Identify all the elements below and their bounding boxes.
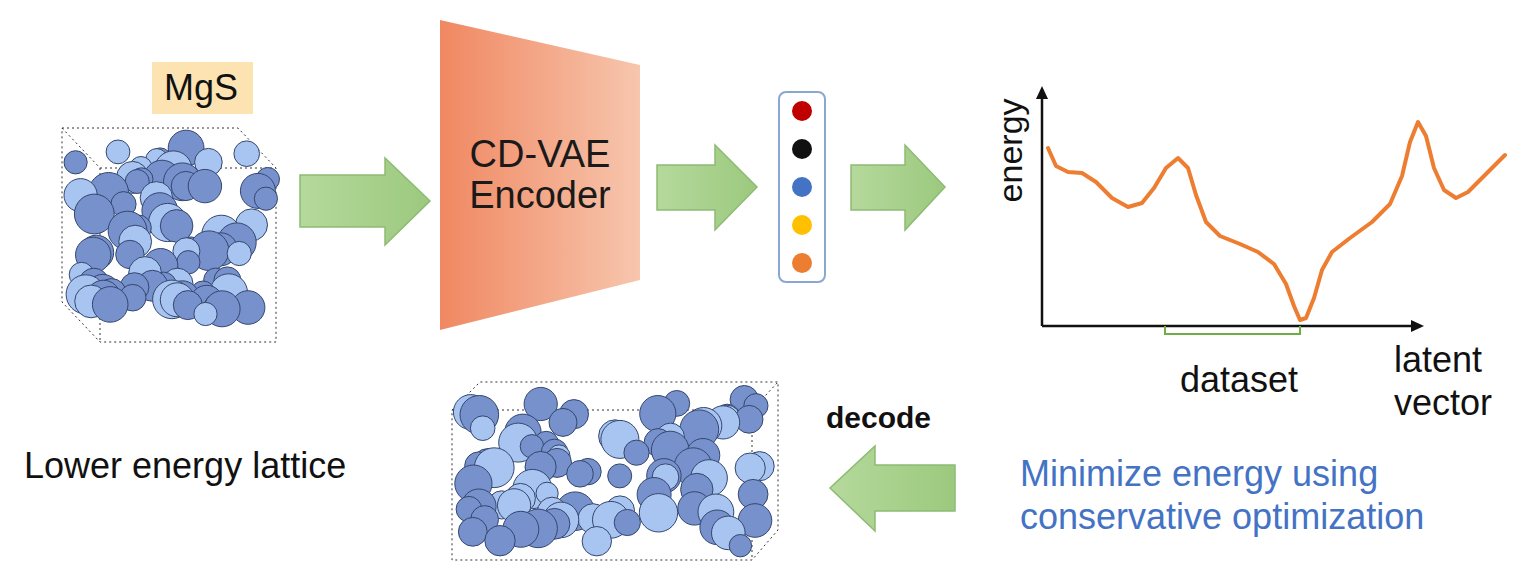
dataset-bracket — [1165, 326, 1300, 334]
axis-label: energy — [990, 98, 1031, 202]
atom — [92, 287, 128, 323]
result-label: Lower energy lattice — [24, 444, 346, 487]
atom — [485, 526, 515, 556]
unit-cell — [452, 382, 778, 560]
atom — [549, 408, 577, 436]
flow-arrow — [830, 446, 955, 531]
atom — [735, 453, 765, 483]
atom — [458, 517, 487, 546]
atom — [582, 527, 611, 556]
energy-curve — [1048, 122, 1505, 320]
step-note: Minimize energy using conservative optim… — [1020, 452, 1520, 538]
atom — [194, 302, 217, 325]
encoder-trapezoid: CD-VAE Encoder — [440, 20, 640, 330]
crystal-atoms — [453, 386, 774, 557]
atom — [106, 140, 130, 164]
latent-dot — [792, 253, 812, 273]
axis-label: latent vector — [1394, 338, 1534, 424]
atom — [254, 187, 277, 210]
atom — [608, 464, 632, 488]
range-label: dataset — [1180, 358, 1298, 401]
latent-dot — [792, 177, 812, 197]
formula-box: MgS — [152, 62, 253, 114]
atom — [614, 509, 640, 535]
flow-arrow — [300, 158, 430, 245]
atom — [567, 461, 594, 488]
atom — [624, 440, 649, 465]
latent-vector — [779, 92, 825, 282]
latent-dot — [792, 101, 812, 121]
arrow-label: decode — [826, 400, 931, 436]
flow-arrow — [851, 145, 945, 230]
node-text: MgS — [164, 67, 241, 109]
atom — [64, 151, 87, 174]
atom — [470, 416, 495, 441]
crystal-atoms — [64, 130, 279, 327]
unit-cell — [62, 128, 276, 342]
flow-arrow — [657, 145, 757, 230]
atom — [188, 169, 221, 202]
atom — [729, 535, 751, 557]
atom — [639, 494, 677, 532]
atom — [227, 241, 251, 265]
atom — [234, 141, 260, 167]
latent-dot — [792, 215, 812, 235]
plot-axes — [1036, 86, 1424, 332]
node-text: CD-VAE Encoder — [455, 134, 625, 216]
latent-dot — [792, 139, 812, 159]
